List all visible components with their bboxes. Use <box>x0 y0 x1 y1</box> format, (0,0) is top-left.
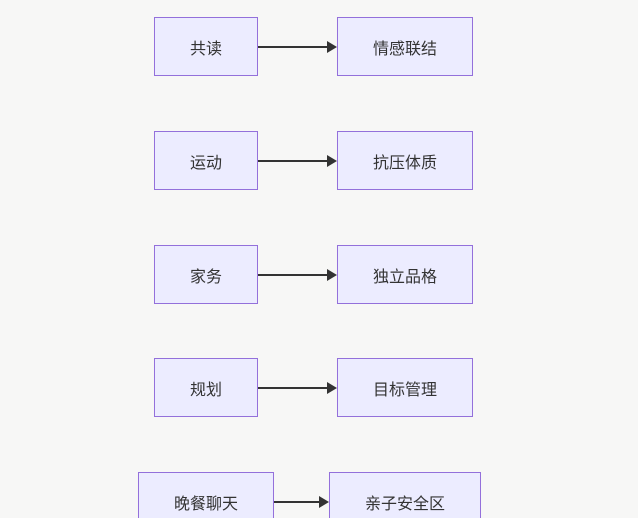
arrow-right-icon <box>258 381 337 394</box>
arrow-line <box>258 273 327 276</box>
flow-node-target: 独立品格 <box>336 245 474 304</box>
flow-node-target: 抗压体质 <box>336 131 474 190</box>
arrow-line <box>258 45 327 48</box>
flow-row-1: 共读 情感联结 <box>0 17 638 76</box>
flow-node-source: 共读 <box>153 17 259 76</box>
arrow-line <box>258 159 327 162</box>
arrow-line <box>274 500 319 503</box>
arrow-head <box>326 40 337 53</box>
arrow-head <box>326 268 337 281</box>
arrow-right-icon <box>258 40 337 53</box>
flow-node-source: 家务 <box>153 245 259 304</box>
flow-node-source: 晚餐聊天 <box>137 472 275 518</box>
flow-row-5: 晚餐聊天 亲子安全区 <box>0 472 638 518</box>
flow-node-target: 情感联结 <box>336 17 474 76</box>
flow-row-2: 运动 抗压体质 <box>0 131 638 190</box>
arrow-head <box>326 154 337 167</box>
flow-node-target: 目标管理 <box>336 358 474 417</box>
arrow-right-icon <box>258 154 337 167</box>
flow-row-4: 规划 目标管理 <box>0 358 638 417</box>
arrow-head <box>318 495 329 508</box>
arrow-right-icon <box>274 495 329 508</box>
flow-node-source: 规划 <box>153 358 259 417</box>
flow-node-source: 运动 <box>153 131 259 190</box>
flow-row-3: 家务 独立品格 <box>0 245 638 304</box>
arrow-line <box>258 386 327 389</box>
flow-node-target: 亲子安全区 <box>328 472 482 518</box>
arrow-right-icon <box>258 268 337 281</box>
arrow-head <box>326 381 337 394</box>
